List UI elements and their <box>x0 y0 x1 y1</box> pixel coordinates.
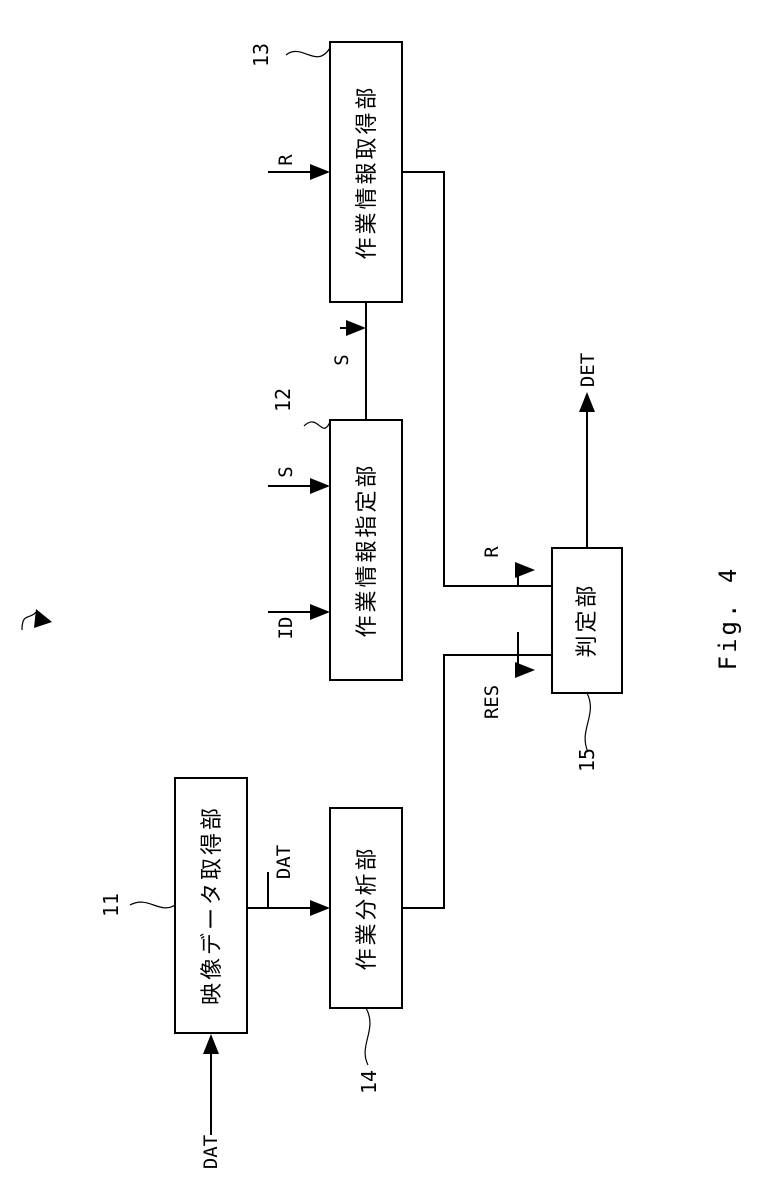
ref-15: 15 <box>575 748 599 772</box>
ref-13: 13 <box>249 43 273 67</box>
det-output-arrow <box>579 392 595 548</box>
block-12-label: 作業情報指定部 <box>355 462 380 637</box>
label-r-top: R <box>275 154 297 166</box>
label-id: ID <box>275 617 297 640</box>
label-dat-input: DAT <box>200 1135 222 1169</box>
block-12-work-info-designation: 作業情報指定部 <box>329 419 403 681</box>
block-15-determination: 判定部 <box>551 547 623 694</box>
dat-11-to-14-arrow <box>247 872 330 916</box>
id-input-arrow <box>268 604 330 620</box>
label-res: RES <box>481 685 503 719</box>
leader-12 <box>303 421 331 429</box>
figure-caption: Fig. 4 <box>714 566 742 671</box>
leader-11 <box>129 901 176 909</box>
s-input-arrow <box>268 478 330 494</box>
s-12-to-13-line <box>340 302 367 420</box>
block-11-label: 映像データ取得部 <box>200 805 225 1005</box>
block-13-work-info-acquisition: 作業情報取得部 <box>329 41 403 303</box>
label-r-judge: R <box>481 546 503 558</box>
block-14-label: 作業分析部 <box>355 845 380 970</box>
leader-14 <box>364 1007 371 1066</box>
r-13-to-15-line <box>402 171 552 587</box>
leader-15 <box>584 692 592 753</box>
ref-14: 14 <box>357 1070 381 1094</box>
ref-11: 11 <box>99 893 123 917</box>
system-pointer-arrow <box>21 609 52 631</box>
r-input-arrow <box>268 164 330 180</box>
block-11-video-data-acquisition: 映像データ取得部 <box>174 777 248 1034</box>
label-det: DET <box>577 353 599 387</box>
label-s-input: S <box>275 466 297 477</box>
block-14-work-analysis: 作業分析部 <box>329 807 403 1009</box>
leader-13 <box>285 47 331 58</box>
block-13-label: 作業情報取得部 <box>355 84 380 259</box>
res-14-to-15-line <box>402 632 552 909</box>
label-dat-mid: DAT <box>273 845 295 879</box>
label-s-mid: S <box>331 354 353 365</box>
dat-input-arrow <box>203 1034 219 1135</box>
block-15-label: 判定部 <box>575 582 600 657</box>
ref-12: 12 <box>271 388 295 412</box>
